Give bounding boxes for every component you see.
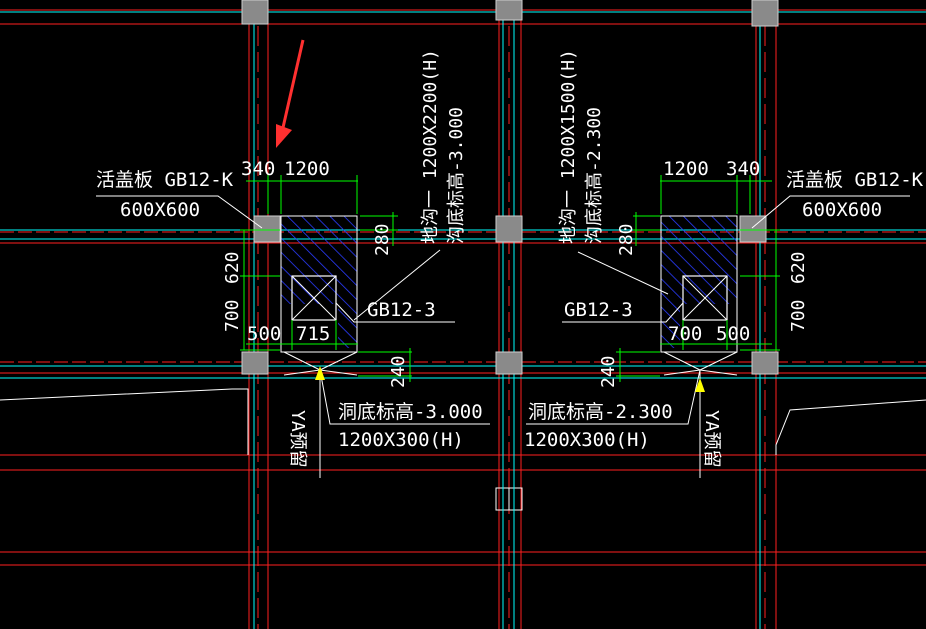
left-trench-note: 地沟一 1200X2200(H): [420, 49, 441, 244]
columns: [241, 0, 779, 375]
right-trench-elevation: 沟底标高-2.300: [584, 107, 605, 244]
dim-left-700: 700: [222, 299, 243, 332]
right-cover-size: 600X600: [802, 199, 882, 221]
dimension-lines: [240, 175, 780, 382]
column: [253, 215, 281, 243]
left-trench-elevation: 沟底标高-3.000: [446, 107, 467, 244]
column: [495, 0, 523, 21]
dim-right-280: 280: [616, 223, 637, 256]
right-pit-label: GB12-3: [564, 299, 633, 321]
left-cover-size: 600X600: [120, 199, 200, 221]
dim-left-240: 240: [388, 355, 409, 388]
dim-left-500: 500: [247, 323, 281, 345]
right-trench-note: 地沟一 1200X1500(H): [558, 49, 579, 244]
left-cover-plate: [291, 275, 337, 321]
dim-right-340: 340: [726, 158, 760, 180]
left-hole-label: 洞底标高-3.000: [338, 401, 483, 423]
yellow-markers: [315, 366, 705, 392]
marker-arrow-icon: [695, 378, 705, 392]
left-pit-label: GB12-3: [367, 299, 436, 321]
left-hole-size: 1200X300(H): [338, 429, 464, 451]
column: [241, 0, 269, 25]
column: [751, 0, 779, 27]
dim-right-240: 240: [598, 355, 619, 388]
dim-left-715: 715: [296, 323, 330, 345]
left-cover-label: 活盖板 GB12-K: [96, 169, 234, 191]
dim-right-700-bottom: 700: [668, 323, 702, 345]
dim-right-500: 500: [716, 323, 750, 345]
column: [495, 351, 523, 375]
right-pit[interactable]: [660, 215, 738, 478]
dim-left-280: 280: [372, 223, 393, 256]
red-arrow-icon: [276, 39, 305, 148]
leader-lines: [96, 195, 910, 425]
dim-right-700: 700: [788, 299, 809, 332]
right-hole-size: 1200X300(H): [524, 429, 650, 451]
left-pit[interactable]: [280, 215, 358, 478]
column: [241, 351, 269, 375]
dim-right-1200: 1200: [663, 158, 709, 180]
column: [495, 215, 523, 243]
right-cover-plate: [682, 275, 728, 321]
marker-arrow-icon: [315, 366, 325, 380]
dim-left-340: 340: [241, 158, 275, 180]
dim-left-1200: 1200: [284, 158, 330, 180]
dim-left-620: 620: [222, 251, 243, 284]
white-outlines: [0, 388, 926, 511]
right-hole-label: 洞底标高-2.300: [528, 401, 673, 423]
right-reserve-label: YA预留: [701, 410, 722, 468]
dim-right-620: 620: [788, 251, 809, 284]
left-reserve-label: YA预留: [287, 410, 308, 468]
right-cover-label: 活盖板 GB12-K: [786, 169, 924, 191]
column: [751, 351, 779, 375]
